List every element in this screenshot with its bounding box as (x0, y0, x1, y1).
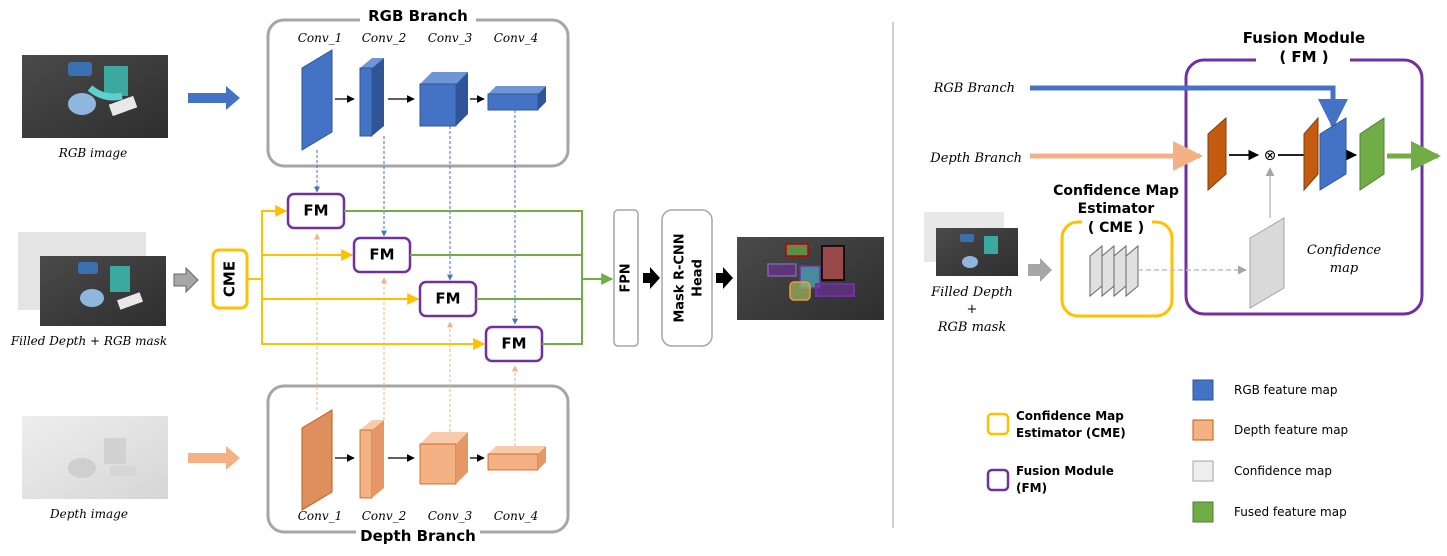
rgb-conv3-block (419, 72, 468, 127)
cme-detail-title-line3-mask: ( CME ) (1088, 220, 1144, 236)
rgb-conv2-block (359, 58, 384, 137)
legend-cme-swatch (986, 412, 1010, 436)
head-label-line1: Mask R-CNN (673, 233, 688, 322)
depth-conv4-block (487, 446, 546, 471)
fm-rgb-branch-line (1030, 85, 1348, 129)
cme-detail-layers (1089, 244, 1139, 298)
legend-cme-line2: Estimator (CME) (1016, 426, 1126, 440)
depth-image-label: Depth image (49, 507, 128, 521)
rgb-conv2-label: Conv_2 (362, 31, 407, 45)
depth-conv2-label: Conv_2 (362, 509, 407, 523)
legend-confidence-swatch (1192, 460, 1214, 482)
cme-label: CME (221, 261, 239, 297)
legend-rgb-swatch (1192, 379, 1214, 401)
fm-detail-input-line3: RGB mask (937, 320, 1007, 335)
fm-depth-branch-label: Depth Branch (929, 151, 1022, 166)
filled-depth-input-image (18, 232, 166, 326)
fm-label-1: FM (303, 202, 328, 220)
depth-branch-title: Depth Branch (360, 527, 476, 545)
fpn-to-head-arrow (643, 267, 660, 289)
fm-detail-input-line1: Filled Depth (930, 285, 1013, 300)
fm-concat-depth-feature (1303, 116, 1319, 192)
fm-label-4: FM (501, 335, 526, 353)
rgb-branch-title: RGB Branch (368, 7, 468, 25)
depth-conv3-block (419, 432, 468, 485)
depth-conv1-label: Conv_1 (298, 509, 343, 523)
legend-rgb-label: RGB feature map (1234, 383, 1337, 397)
depth-conv3-label: Conv_3 (428, 509, 473, 523)
depth-conv4-label: Conv_4 (494, 509, 539, 523)
rgb-conv1-block (301, 49, 333, 151)
legend-fm-line1: Fusion Module (1016, 464, 1114, 478)
fusion-module-title-line1: Fusion Module (1243, 29, 1365, 47)
fm-detail-input-image (924, 212, 1018, 276)
fusion-module-title-line2-mask: ( FM ) (1279, 48, 1328, 66)
fpn-label: FPN (619, 263, 634, 292)
fm-fused-feature (1359, 117, 1385, 191)
multiply-icon: ⊗ (1264, 146, 1277, 164)
legend-fm-line2: (FM) (1016, 481, 1047, 495)
output-segmentation-image (737, 237, 884, 320)
fm-confidence-label-line1: Confidence (1307, 243, 1381, 258)
legend-fused-label: Fused feature map (1234, 505, 1347, 519)
rgb-input-image (22, 55, 168, 138)
rgb-conv3-label: Conv_3 (428, 31, 473, 45)
depth-conv1-block (301, 409, 333, 511)
depth-input-arrow (188, 446, 240, 470)
fm-confidence-map (1249, 217, 1285, 309)
fpn-block (613, 209, 639, 347)
cme-input-arrow (173, 266, 199, 294)
depth-input-image (22, 416, 168, 499)
rgb-conv4-label: Conv_4 (494, 31, 539, 45)
rgb-image-label: RGB image (58, 146, 127, 160)
fm-detail-input-line2: + (967, 302, 978, 317)
legend-cme-line1: Confidence Map (1016, 409, 1124, 423)
legend-confidence-label: Confidence map (1234, 464, 1332, 478)
head-to-output-arrow (716, 267, 733, 289)
fm-depth-feature (1207, 116, 1227, 192)
fm-confidence-label-line2: map (1330, 261, 1359, 276)
head-label-line2: Head (691, 259, 706, 297)
rgb-input-arrow (188, 86, 240, 110)
rgb-conv4-block (487, 86, 546, 111)
legend-depth-swatch (1192, 419, 1214, 441)
legend-depth-label: Depth feature map (1234, 423, 1348, 437)
legend-fused-swatch (1192, 501, 1214, 523)
mask-rcnn-head-block (661, 209, 713, 347)
depth-conv2-block (359, 420, 384, 499)
fm-rgb-branch-label: RGB Branch (933, 81, 1015, 96)
legend-fm-swatch (986, 468, 1010, 492)
fm-concat-rgb-feature (1319, 117, 1347, 191)
rgb-conv1-label: Conv_1 (298, 31, 343, 45)
filled-depth-label: Filled Depth + RGB mask (10, 334, 167, 348)
fm-label-2: FM (369, 246, 394, 264)
cme-detail-title-line2: Estimator (1078, 201, 1155, 217)
fm-detail-input-arrow (1028, 258, 1052, 282)
fm-label-3: FM (435, 290, 460, 308)
cme-detail-title-line1: Confidence Map (1053, 183, 1179, 199)
